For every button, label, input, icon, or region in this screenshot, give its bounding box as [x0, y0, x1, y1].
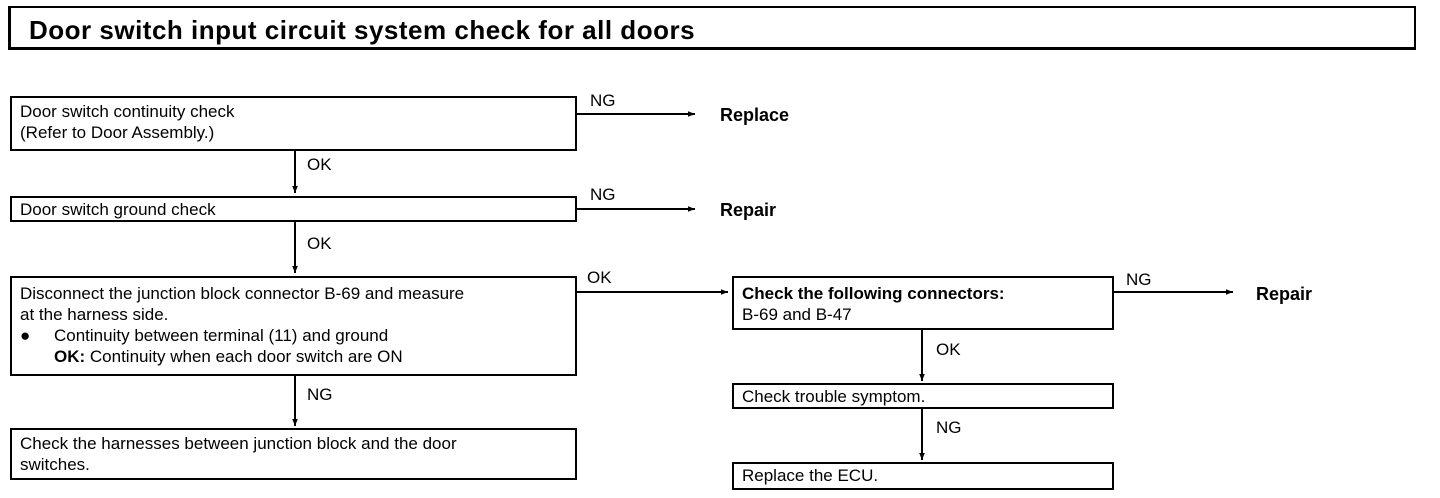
step-ground-text: Door switch ground check	[20, 200, 216, 219]
step-disconnect-ok-row: OK: Continuity when each door switch are…	[20, 346, 567, 367]
step-connectors-line2: B-69 and B-47	[742, 305, 852, 324]
step-replace-ecu: Replace the ECU.	[732, 462, 1114, 490]
step-disconnect-bullet: ● Continuity between terminal (11) and gr…	[20, 325, 567, 346]
step-disconnect-line2: at the harness side.	[20, 305, 169, 324]
page-title: Door switch input circuit system check f…	[29, 15, 696, 45]
bullet-icon: ●	[20, 326, 31, 345]
step-continuity-line2: (Refer to Door Assembly.)	[20, 123, 215, 142]
label-ng-symptom: NG	[936, 418, 962, 437]
label-ng-continuity: NG	[590, 91, 616, 110]
step-harness-line2: switches.	[20, 455, 90, 474]
step-disconnect-bullet-text: Continuity between terminal (11) and gro…	[54, 326, 389, 345]
step-check-connectors: Check the following connectors: B-69 and…	[732, 276, 1114, 330]
title-box: Door switch input circuit system check f…	[8, 6, 1416, 50]
step-check-harnesses: Check the harnesses between junction blo…	[10, 428, 577, 480]
step-connectors-line1: Check the following connectors:	[742, 284, 1005, 303]
step-check-symptom: Check trouble symptom.	[732, 383, 1114, 409]
outcome-repair-connectors: Repair	[1256, 284, 1313, 304]
label-ok-continuity: OK	[307, 155, 332, 174]
step-disconnect-line1: Disconnect the junction block connector …	[20, 284, 465, 303]
step-continuity-line1: Door switch continuity check	[20, 102, 235, 121]
label-ng-ground: NG	[590, 185, 616, 204]
label-ok-ground: OK	[307, 234, 332, 253]
step-symptom-text: Check trouble symptom.	[742, 387, 926, 406]
label-ok-connectors: OK	[936, 340, 961, 359]
label-ng-disconnect: NG	[307, 385, 333, 404]
step-ground-check: Door switch ground check	[10, 196, 577, 222]
outcome-replace: Replace	[720, 105, 790, 125]
step-disconnect-ok-text: Continuity when each door switch are ON	[85, 347, 403, 366]
step-disconnect-measure: Disconnect the junction block connector …	[10, 276, 577, 376]
outcome-repair-ground: Repair	[720, 200, 777, 220]
label-ng-connectors: NG	[1126, 270, 1152, 289]
step-disconnect-ok-label: OK:	[54, 347, 86, 366]
step-harness-line1: Check the harnesses between junction blo…	[20, 434, 457, 453]
step-continuity-check: Door switch continuity check (Refer to D…	[10, 96, 577, 151]
label-ok-disconnect: OK	[587, 268, 612, 287]
step-ecu-text: Replace the ECU.	[742, 466, 879, 485]
